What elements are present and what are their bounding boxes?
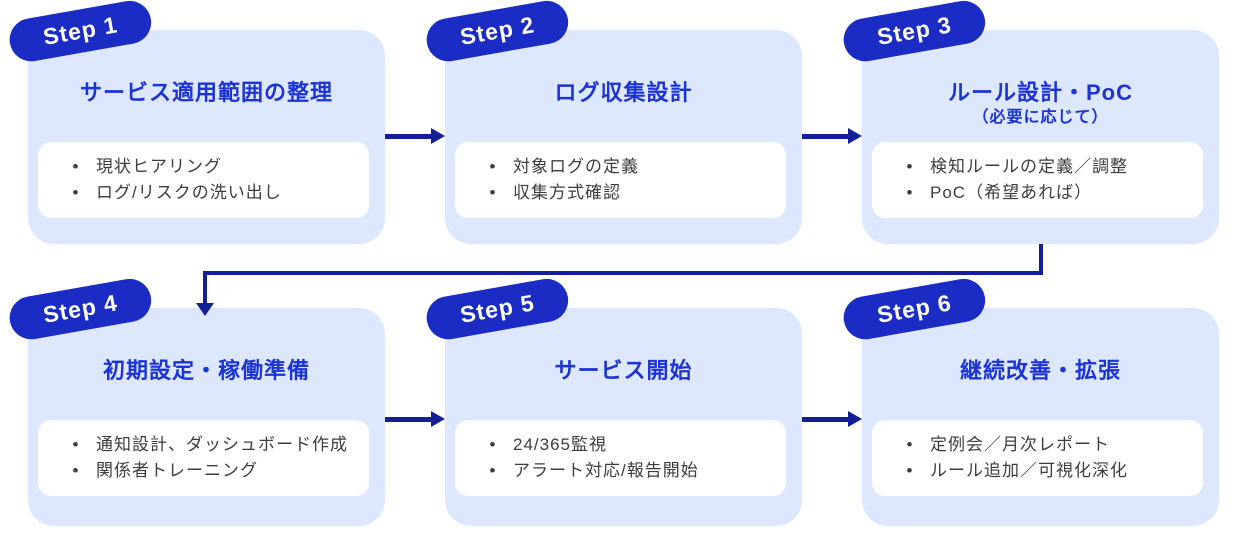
arrow-down-icon-into-step4 bbox=[196, 303, 214, 316]
step-5-badge: Step 5 bbox=[423, 275, 572, 343]
elbow-connector-horizontal bbox=[203, 271, 1043, 275]
bullet-dot: • bbox=[906, 157, 914, 176]
bullet-dot: • bbox=[489, 435, 497, 454]
bullet-dot: • bbox=[906, 461, 914, 480]
bullet-dot: • bbox=[906, 435, 914, 454]
step-3-badge: Step 3 bbox=[840, 0, 989, 65]
step-2-title: ログ収集設計 bbox=[554, 80, 693, 105]
step-3-title-block: ルール設計・PoC （必要に応じて） bbox=[862, 80, 1219, 128]
step-card-1: Step 1 サービス適用範囲の整理 • 現状ヒアリング • ログ/リスクの洗い… bbox=[6, 0, 385, 244]
bullet-item: • 関係者トレーニング bbox=[56, 458, 355, 484]
bullet-text: 対象ログの定義 bbox=[513, 157, 639, 176]
arrow-shaft bbox=[385, 417, 432, 422]
step-card-2: Step 2 ログ収集設計 • 対象ログの定義 • 収集方式確認 bbox=[423, 0, 802, 244]
arrow-head bbox=[431, 411, 445, 427]
bullet-dot: • bbox=[489, 183, 497, 202]
bullet-text: ルール追加／可視化深化 bbox=[930, 461, 1128, 480]
step-5-detail-box: • 24/365監視 • アラート対応/報告開始 bbox=[455, 420, 786, 496]
arrow-shaft bbox=[385, 134, 432, 139]
bullet-item: • ログ/リスクの洗い出し bbox=[56, 180, 355, 206]
bullet-text: 収集方式確認 bbox=[513, 183, 621, 202]
arrow-right-icon-step4-step5 bbox=[385, 411, 445, 427]
bullet-item: • 対象ログの定義 bbox=[473, 154, 772, 180]
step-1-detail-box: • 現状ヒアリング • ログ/リスクの洗い出し bbox=[38, 142, 369, 218]
bullet-dot: • bbox=[72, 157, 80, 176]
bullet-dot: • bbox=[489, 157, 497, 176]
step-4-title-block: 初期設定・稼働準備 bbox=[28, 358, 385, 384]
bullet-dot: • bbox=[72, 435, 80, 454]
bullet-item: • 24/365監視 bbox=[473, 432, 772, 458]
step-2-detail-box: • 対象ログの定義 • 収集方式確認 bbox=[455, 142, 786, 218]
step-6-detail-box: • 定例会／月次レポート • ルール追加／可視化深化 bbox=[872, 420, 1203, 496]
arrow-head bbox=[431, 128, 445, 144]
elbow-connector-vertical-to-step4 bbox=[203, 271, 207, 304]
arrow-right-icon-step1-step2 bbox=[385, 128, 445, 144]
bullet-text: 通知設計、ダッシュボード作成 bbox=[96, 435, 348, 454]
step-3-subtitle: （必要に応じて） bbox=[972, 109, 1109, 126]
step-card-5: Step 5 サービス開始 • 24/365監視 • アラート対応/報告開始 bbox=[423, 275, 802, 526]
bullet-item: • 定例会／月次レポート bbox=[890, 432, 1189, 458]
step-2-badge: Step 2 bbox=[423, 0, 572, 65]
step-card-3: Step 3 ルール設計・PoC （必要に応じて） • 検知ルールの定義／調整 … bbox=[840, 0, 1219, 244]
step-2-title-block: ログ収集設計 bbox=[445, 80, 802, 106]
arrow-right-icon-step2-step3 bbox=[802, 128, 862, 144]
step-4-badge: Step 4 bbox=[6, 275, 155, 343]
bullet-dot: • bbox=[72, 183, 80, 202]
step-3-detail-box: • 検知ルールの定義／調整 • PoC（希望あれば） bbox=[872, 142, 1203, 218]
step-4-title: 初期設定・稼働準備 bbox=[102, 358, 310, 383]
bullet-dot: • bbox=[906, 183, 914, 202]
bullet-item: • 現状ヒアリング bbox=[56, 154, 355, 180]
bullet-dot: • bbox=[489, 461, 497, 480]
bullet-item: • PoC（希望あれば） bbox=[890, 180, 1189, 206]
bullet-item: • アラート対応/報告開始 bbox=[473, 458, 772, 484]
bullet-text: ログ/リスクの洗い出し bbox=[96, 183, 282, 202]
bullet-text: 検知ルールの定義／調整 bbox=[930, 157, 1128, 176]
bullet-text: 24/365監視 bbox=[513, 435, 607, 454]
bullet-text: 関係者トレーニング bbox=[96, 461, 258, 480]
bullet-item: • 収集方式確認 bbox=[473, 180, 772, 206]
step-6-title-block: 継続改善・拡張 bbox=[862, 358, 1219, 384]
arrow-shaft bbox=[802, 417, 849, 422]
bullet-item: • 検知ルールの定義／調整 bbox=[890, 154, 1189, 180]
step-1-title: サービス適用範囲の整理 bbox=[79, 80, 333, 105]
step-card-6: Step 6 継続改善・拡張 • 定例会／月次レポート • ルール追加／可視化深… bbox=[840, 275, 1219, 526]
step-3-title: ルール設計・PoC bbox=[947, 80, 1133, 105]
step-5-title: サービス開始 bbox=[554, 358, 693, 383]
bullet-item: • 通知設計、ダッシュボード作成 bbox=[56, 432, 355, 458]
step-1-badge: Step 1 bbox=[6, 0, 155, 65]
step-card-4: Step 4 初期設定・稼働準備 • 通知設計、ダッシュボード作成 • 関係者ト… bbox=[6, 275, 385, 526]
elbow-connector-vertical-from-step3 bbox=[1039, 244, 1043, 275]
bullet-dot: • bbox=[72, 461, 80, 480]
arrow-head bbox=[848, 411, 862, 427]
bullet-text: アラート対応/報告開始 bbox=[513, 461, 699, 480]
bullet-text: PoC（希望あれば） bbox=[930, 183, 1093, 202]
step-5-title-block: サービス開始 bbox=[445, 358, 802, 384]
step-4-detail-box: • 通知設計、ダッシュボード作成 • 関係者トレーニング bbox=[38, 420, 369, 496]
arrow-head bbox=[848, 128, 862, 144]
step-6-title: 継続改善・拡張 bbox=[959, 358, 1121, 383]
bullet-item: • ルール追加／可視化深化 bbox=[890, 458, 1189, 484]
step-1-title-block: サービス適用範囲の整理 bbox=[28, 80, 385, 106]
arrow-shaft bbox=[802, 134, 849, 139]
step-6-badge: Step 6 bbox=[840, 275, 989, 343]
bullet-text: 定例会／月次レポート bbox=[930, 435, 1110, 454]
bullet-text: 現状ヒアリング bbox=[96, 157, 222, 176]
arrow-right-icon-step5-step6 bbox=[802, 411, 862, 427]
